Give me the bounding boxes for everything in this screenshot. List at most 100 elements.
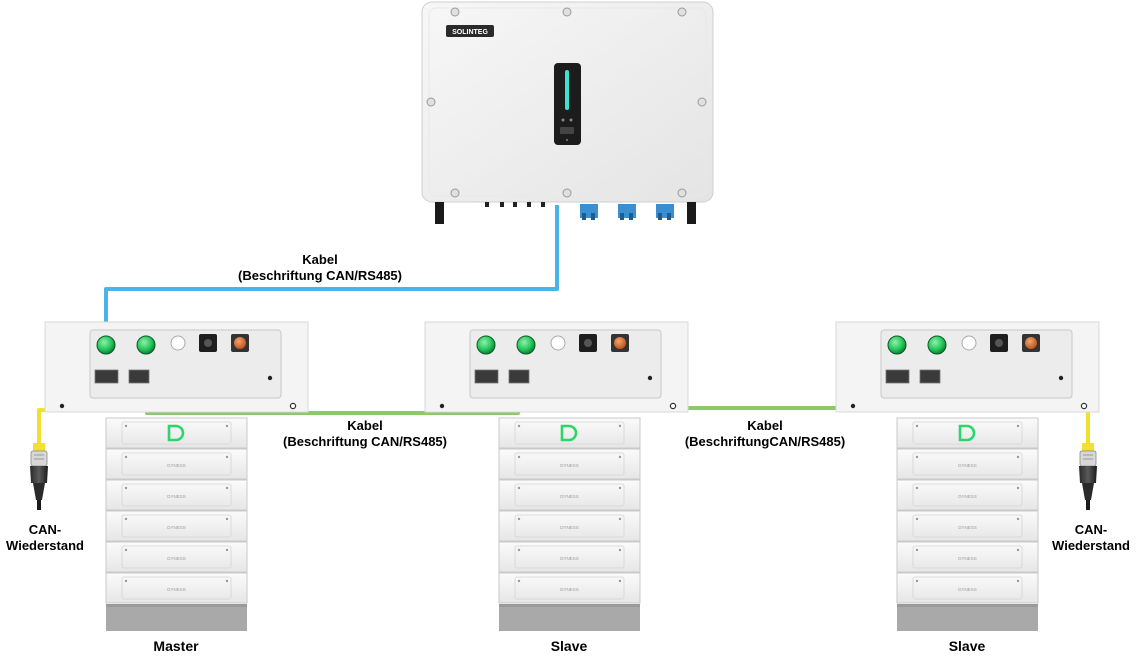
battery-stack-base	[106, 604, 247, 631]
label-mid-cable-right: Kabel (BeschriftungCAN/RS485)	[665, 418, 865, 450]
bms-front-panel	[89, 329, 282, 399]
battery-module	[498, 417, 641, 449]
battery-module: DYNESS	[498, 541, 641, 573]
label-resistor-left-line2: Wiederstand	[6, 538, 84, 553]
battery-stack-master: DYNESS DYNESS DYNESS DYNESS DYNESS	[44, 321, 309, 631]
base-edge	[106, 604, 247, 607]
label-mid-cable-left: Kabel (Beschriftung CAN/RS485)	[262, 418, 468, 450]
terminal-pin	[234, 337, 246, 349]
battery-module: DYNESS	[498, 572, 641, 604]
battery-module: DYNESS	[498, 510, 641, 542]
terminal-pin	[1025, 337, 1037, 349]
mount-hole	[289, 402, 297, 410]
module-logo-text: DYNESS	[560, 556, 579, 561]
mount-hole	[1080, 402, 1088, 410]
battery-module: DYNESS	[896, 541, 1039, 573]
terminal-pin	[614, 337, 626, 349]
can-resistor-plug-left	[30, 443, 48, 510]
label-stack-master: Master	[153, 638, 199, 654]
bms-front-panel	[880, 329, 1073, 399]
link-port-icon	[919, 369, 941, 384]
label-resistor-left-line1: CAN-	[28, 522, 62, 537]
inverter-pv-connectors	[580, 204, 674, 220]
module-logo-text: DYNESS	[560, 525, 579, 530]
reset-button-icon	[550, 335, 566, 351]
inverter-screws	[426, 7, 707, 198]
power-switch-icon	[96, 335, 116, 355]
battery-stack-slave-1: DYNESS DYNESS DYNESS DYNESS DYNESS	[424, 321, 689, 631]
inverter-bottom-ports	[485, 202, 545, 207]
battery-stack-base	[897, 604, 1038, 631]
inverter-brand-badge: SOLINTEG	[446, 25, 494, 37]
rs485-port-icon	[474, 369, 499, 384]
power-switch-icon	[476, 335, 496, 355]
module-logo-text: DYNESS	[958, 587, 977, 592]
base-edge	[499, 604, 640, 607]
ground-icon	[1058, 375, 1064, 381]
module-logo-text: DYNESS	[167, 525, 186, 530]
label-stack-slave-1: Slave	[550, 638, 588, 654]
module-logo-text: DYNESS	[560, 494, 579, 499]
module-logo-text: DYNESS	[167, 556, 186, 561]
module-logo-text: DYNESS	[958, 556, 977, 561]
inverter-display	[554, 63, 581, 145]
link-port-icon	[508, 369, 530, 384]
terminal-pin	[584, 339, 592, 347]
battery-module: DYNESS	[105, 448, 248, 480]
label-mid-cable-right-line2: (BeschriftungCAN/RS485)	[684, 434, 846, 449]
inverter-foot-left	[435, 202, 444, 224]
ground-icon	[267, 375, 273, 381]
label-stack-slave-2: Slave	[948, 638, 986, 654]
bms-front-panel	[469, 329, 662, 399]
module-logo-text: DYNESS	[560, 587, 579, 592]
module-logo-text: DYNESS	[958, 463, 977, 468]
rs485-port-icon	[94, 369, 119, 384]
ground-icon	[647, 375, 653, 381]
battery-module: DYNESS	[105, 541, 248, 573]
battery-module	[896, 417, 1039, 449]
reset-button-icon	[170, 335, 186, 351]
battery-module: DYNESS	[896, 572, 1039, 604]
battery-module: DYNESS	[896, 448, 1039, 480]
battery-module: DYNESS	[498, 479, 641, 511]
label-top-cable-line1: Kabel	[302, 252, 338, 267]
dyness-d-logo-icon	[560, 424, 578, 442]
label-mid-cable-right-line1: Kabel	[747, 418, 783, 433]
battery-module: DYNESS	[896, 510, 1039, 542]
label-resistor-left: CAN- Wiederstand	[0, 522, 90, 554]
reset-button-icon	[961, 335, 977, 351]
battery-module: DYNESS	[105, 510, 248, 542]
module-logo-text: DYNESS	[167, 587, 186, 592]
mount-hole	[59, 403, 65, 409]
battery-module: DYNESS	[498, 448, 641, 480]
label-top-cable: Kabel (Beschriftung CAN/RS485)	[210, 252, 430, 284]
module-logo-text: DYNESS	[167, 494, 186, 499]
module-logo-text: DYNESS	[560, 463, 579, 468]
module-logo-text: DYNESS	[167, 463, 186, 468]
battery-stack-base	[499, 604, 640, 631]
terminal-pin	[995, 339, 1003, 347]
module-logo-text: DYNESS	[958, 494, 977, 499]
label-resistor-right: CAN- Wiederstand	[1045, 522, 1137, 554]
label-mid-cable-left-line1: Kabel	[347, 418, 383, 433]
base-edge	[897, 604, 1038, 607]
can-resistor-plug-right	[1079, 443, 1097, 510]
battery-module	[105, 417, 248, 449]
module-logo-text: DYNESS	[958, 525, 977, 530]
inverter-foot-right	[687, 202, 696, 224]
power-switch-icon	[136, 335, 156, 355]
battery-module: DYNESS	[896, 479, 1039, 511]
rs485-port-icon	[885, 369, 910, 384]
label-resistor-right-line1: CAN-	[1074, 522, 1108, 537]
power-switch-icon	[887, 335, 907, 355]
power-switch-icon	[516, 335, 536, 355]
mount-hole	[439, 403, 445, 409]
mount-hole	[850, 403, 856, 409]
dyness-d-logo-icon	[167, 424, 185, 442]
battery-stack-slave-2: DYNESS DYNESS DYNESS DYNESS DYNESS	[835, 321, 1100, 631]
label-resistor-right-line2: Wiederstand	[1052, 538, 1130, 553]
dyness-d-logo-icon	[958, 424, 976, 442]
link-port-icon	[128, 369, 150, 384]
battery-module: DYNESS	[105, 479, 248, 511]
